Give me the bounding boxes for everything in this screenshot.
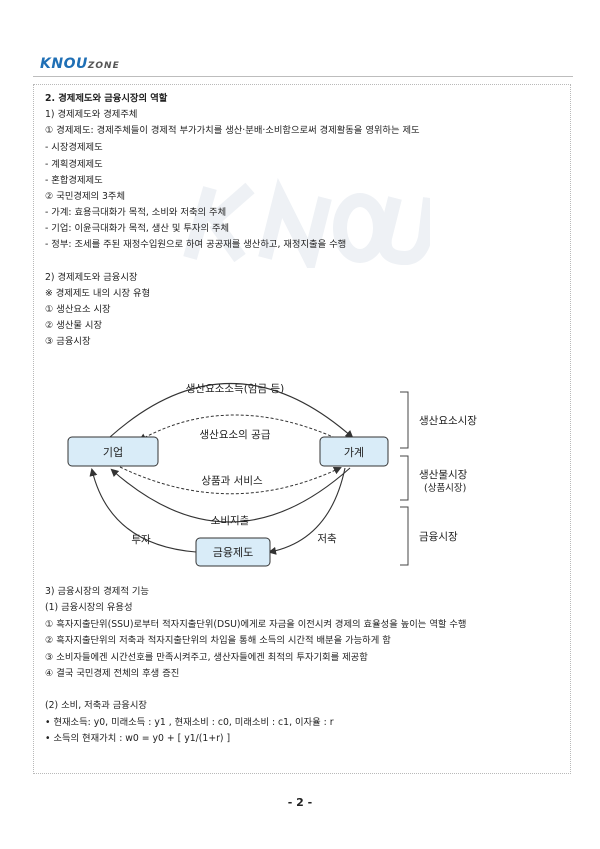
- text-line: 1) 경제제도와 경제주체: [45, 109, 138, 120]
- box-firm-label: 기업: [103, 446, 123, 459]
- text-line: ④ 결국 국민경제 전체의 후생 증진: [45, 668, 180, 679]
- text-line: 2. 경제제도와 금융시장의 역할: [45, 93, 168, 104]
- header-rule: [33, 76, 573, 77]
- market-finance-label: 금융시장: [419, 531, 458, 543]
- bracket-goods-market: [400, 455, 409, 501]
- text-line: ③ 금융시장: [45, 336, 91, 347]
- label-goods: 상품과 서비스: [201, 475, 263, 487]
- content-frame: [33, 84, 571, 774]
- text-line: - 기업: 이윤극대화가 목적, 생산 및 투자의 주체: [45, 223, 230, 234]
- text-line: - 시장경제제도: [45, 142, 103, 153]
- text-line: - 가계: 효용극대화가 목적, 소비와 저축의 주체: [45, 207, 227, 218]
- label-saving: 저축: [317, 533, 337, 545]
- arc-saving: [268, 467, 346, 555]
- page-number: - 2 -: [287, 796, 313, 809]
- bracket-finance-market: [400, 506, 409, 566]
- logo-k: K: [40, 56, 52, 72]
- text-line: • 현재소득: y0, 미래소득 : y1 , 현재소비 : c0, 미래소비 …: [45, 717, 334, 728]
- text-line: ② 흑자지출단위의 저축과 적자지출단위의 차입을 통해 소득의 시간적 배분을…: [45, 635, 391, 646]
- text-line: 3) 금융시장의 경제적 기능: [45, 586, 149, 597]
- box-finance: [195, 537, 271, 567]
- market-goods-label: 생산물시장: [419, 469, 468, 481]
- text-line: ② 생산물 시장: [45, 320, 103, 331]
- box-household: [319, 436, 389, 467]
- text-line: (1) 금융시장의 유용성: [45, 602, 133, 613]
- logo-zone: ZONE: [87, 61, 120, 71]
- box-finance-label: 금융제도: [213, 546, 253, 559]
- bracket-factor-market: [400, 391, 409, 449]
- market-factor-label: 생산요소시장: [419, 415, 477, 427]
- label-investment: 투자: [131, 534, 151, 546]
- watermark-logo: [183, 178, 430, 268]
- label-factor-income: 생산요소소득(임금 등): [186, 382, 284, 395]
- text-line: - 혼합경제제도: [45, 175, 103, 186]
- text-line: ② 국민경제의 3주체: [45, 191, 126, 202]
- text-line: ③ 소비자들에겐 시간선호를 만족시켜주고, 생산자들에겐 최적의 투자기회를 …: [45, 652, 368, 663]
- text-line: ① 생산요소 시장: [45, 304, 111, 315]
- text-line: (2) 소비, 저축과 금융시장: [45, 700, 147, 711]
- text-line: ① 경제제도: 경제주체들이 경제적 부가가치를 생산·분배·소비함으로써 경제…: [45, 125, 420, 136]
- logo-nou: NOU: [51, 56, 88, 72]
- text-line: - 계획경제제도: [45, 159, 103, 170]
- arc-consumption: [110, 467, 351, 523]
- label-consumption: 소비지출: [211, 515, 250, 527]
- text-line: • 소득의 현재가치 : w0 = y0 + [ y1/(1+r) ]: [45, 733, 231, 744]
- text-line: ① 흑자지출단위(SSU)로부터 적자지출단위(DSU)에게로 자금을 이전시켜…: [45, 619, 467, 630]
- box-firm: [67, 436, 159, 467]
- arc-factor-income: [109, 382, 354, 439]
- text-line: - 정부: 조세를 주된 재정수입원으로 하여 공공재를 생산하고, 재정지출을…: [45, 239, 347, 250]
- label-factor-supply: 생산요소의 공급: [200, 429, 271, 441]
- box-household-label: 가계: [344, 446, 364, 459]
- arc-investment: [89, 468, 197, 553]
- market-goods-sub-label: (상품시장): [424, 483, 466, 494]
- knouzone-logo: KNOUZONE: [40, 56, 120, 72]
- text-line: 2) 경제제도와 금융시장: [45, 272, 138, 283]
- text-line: ※ 경제제도 내의 시장 유형: [45, 288, 151, 299]
